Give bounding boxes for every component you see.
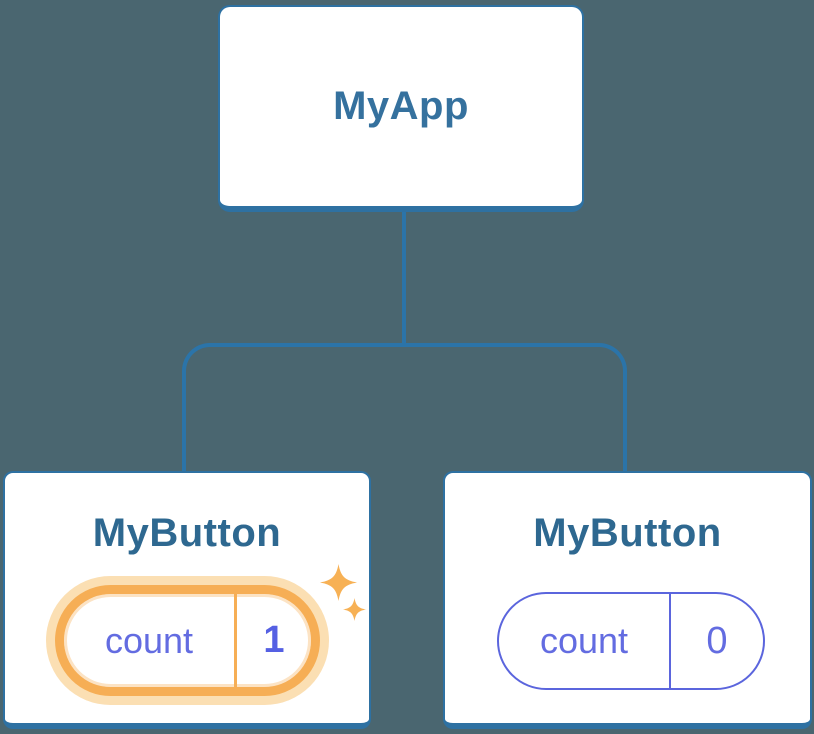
pill-divider xyxy=(234,594,237,687)
child-node-mybutton-1: MyButton count 1 xyxy=(3,471,371,729)
root-node-myapp: MyApp xyxy=(218,5,584,212)
connector-branch-fork xyxy=(182,343,627,472)
sparkle-icon xyxy=(343,598,366,621)
connector-root-stem xyxy=(402,208,406,345)
child-node-label: MyButton xyxy=(533,511,722,555)
state-value: 1 xyxy=(263,619,285,661)
state-name: count xyxy=(104,619,194,661)
state-value: 0 xyxy=(706,619,728,662)
state-pill: count 0 xyxy=(497,592,765,690)
state-name: count xyxy=(539,620,629,661)
pill-divider xyxy=(669,594,671,688)
root-node-label: MyApp xyxy=(333,84,469,128)
sparkle-icon xyxy=(320,564,357,601)
child-node-label: MyButton xyxy=(92,511,282,555)
state-pill-highlighted: count 1 xyxy=(55,585,320,696)
child-node-mybutton-2: MyButton count 0 xyxy=(443,471,812,729)
